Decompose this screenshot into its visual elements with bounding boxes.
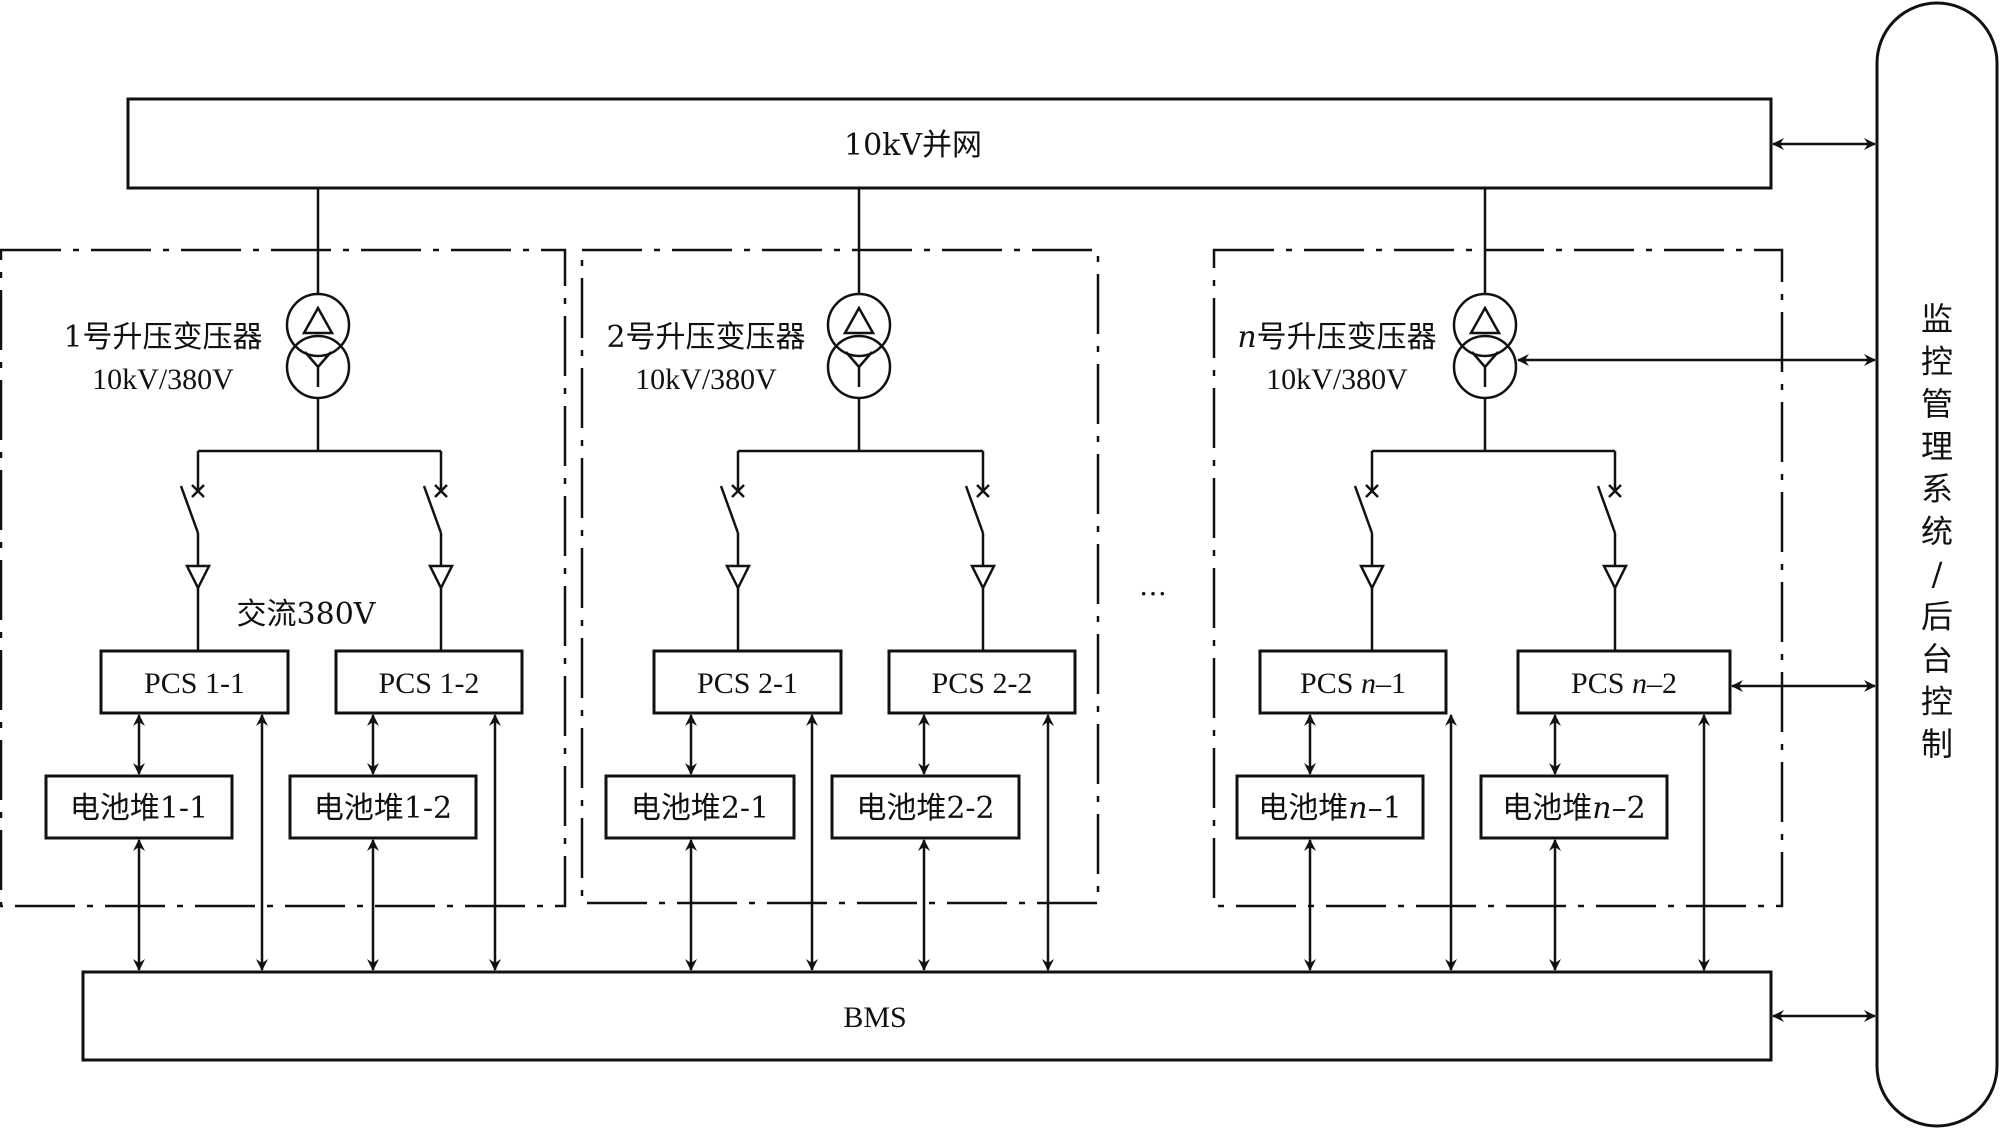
monitoring-label-char: 管 <box>1921 385 1953 423</box>
transformer-label: 1号升压变压器 <box>63 320 262 355</box>
battery-stack-label: 电池堆n–1 <box>1258 791 1401 826</box>
connector-triangle-icon <box>1601 564 1629 591</box>
battery-stack-1-2[interactable]: 电池堆1-2 <box>288 774 478 840</box>
bms-box[interactable]: BMS <box>81 970 1773 1062</box>
battery-stack-label: 电池堆1-2 <box>314 791 452 826</box>
transformer-n[interactable] <box>1452 292 1518 400</box>
more-sections-ellipsis: … <box>1139 569 1167 602</box>
battery-stack-2-2[interactable]: 电池堆2-2 <box>830 774 1021 840</box>
pcs-label: PCS 1-2 <box>379 667 480 700</box>
switch-blade-icon <box>179 485 200 534</box>
circuit-breaker-icon[interactable] <box>731 484 745 498</box>
transformer-rating: 10kV/380V <box>635 363 777 396</box>
monitoring-label-char: 控 <box>1921 343 1953 381</box>
branch-n-1: PCS n–1 电池堆n–1 <box>1235 451 1457 971</box>
connector-triangle-icon <box>1358 564 1386 591</box>
switch-blade-icon <box>719 485 740 534</box>
sections: 1号升压变压器 10kV/380V PCS 1-1 电池堆1-1 PCS 1-2 电池堆1… <box>0 188 1784 971</box>
pcs-label: PCS 1-1 <box>144 667 245 700</box>
pcs-1-1[interactable]: PCS 1-1 <box>99 649 290 715</box>
delta-winding-icon <box>285 292 351 358</box>
wye-symbol-icon <box>845 351 873 387</box>
battery-stack-label: 电池堆n–2 <box>1502 791 1645 826</box>
pcs-2-1[interactable]: PCS 2-1 <box>652 649 843 715</box>
grid-connection-box[interactable]: 10kV并网 <box>126 97 1773 190</box>
section-boundary <box>580 248 1100 905</box>
connector-triangle-icon <box>969 564 997 591</box>
branch-1-2: PCS 1-2 电池堆1-2 <box>288 451 524 971</box>
circuit-breaker-icon[interactable] <box>976 484 990 498</box>
pcs-n-1[interactable]: PCS n–1 <box>1258 649 1448 715</box>
delta-winding-icon <box>1452 292 1518 358</box>
grid-connection-label: 10kV并网 <box>844 128 982 163</box>
section-boundary <box>0 248 567 908</box>
branch-2-2: PCS 2-2 电池堆2-2 <box>830 451 1077 971</box>
switch-blade-icon <box>1353 485 1374 534</box>
wye-symbol-icon <box>304 351 332 387</box>
switch-blade-icon <box>422 485 443 534</box>
battery-stack-2-1[interactable]: 电池堆2-1 <box>604 774 796 840</box>
battery-stack-1-1[interactable]: 电池堆1-1 <box>44 774 234 840</box>
switch-blade-icon <box>964 485 985 534</box>
transformer-label: n号升压变压器 <box>1237 320 1436 355</box>
battery-stack-label: 电池堆2-2 <box>856 791 994 826</box>
pcs-1-2[interactable]: PCS 1-2 <box>334 649 524 715</box>
delta-symbol-icon <box>1468 305 1502 335</box>
branch-2-1: PCS 2-1 电池堆2-1 <box>604 451 843 971</box>
pcs-label: PCS 2-2 <box>932 667 1033 700</box>
battery-stack-label: 电池堆2-1 <box>631 791 769 826</box>
transformer-2[interactable] <box>826 292 892 400</box>
monitoring-label-char: 后 <box>1921 598 1953 636</box>
section-2: 2号升压变压器 10kV/380V PCS 2-1 电池堆2-1 PCS 2-2 电池堆2… <box>580 188 1100 971</box>
transformer-rating: 10kV/380V <box>1266 363 1408 396</box>
pcs-label: PCS 2-1 <box>697 667 798 700</box>
monitoring-label-char: 统 <box>1921 513 1953 551</box>
pcs-label: PCS n–2 <box>1571 667 1677 700</box>
delta-symbol-icon <box>301 305 335 335</box>
monitoring-label-char: 控 <box>1921 683 1953 721</box>
battery-stack-n-1[interactable]: 电池堆n–1 <box>1235 774 1425 840</box>
pcs-label: PCS n–1 <box>1300 667 1406 700</box>
branch-n-2: PCS n–2 电池堆n–2 <box>1479 451 1732 971</box>
connector-triangle-icon <box>724 564 752 591</box>
transformer-1[interactable] <box>285 292 351 400</box>
monitor-links <box>1517 138 1876 1022</box>
circuit-breaker-icon[interactable] <box>1608 484 1622 498</box>
monitoring-label-char: / <box>1932 555 1943 593</box>
circuit-breaker-icon[interactable] <box>434 484 448 498</box>
connector-triangle-icon <box>427 564 455 591</box>
monitoring-label-char: 台 <box>1921 640 1953 678</box>
bms-label: BMS <box>843 1001 906 1034</box>
battery-stack-n-2[interactable]: 电池堆n–2 <box>1479 774 1669 840</box>
section-1: 1号升压变压器 10kV/380V PCS 1-1 电池堆1-1 PCS 1-2 电池堆1… <box>0 188 567 971</box>
delta-symbol-icon <box>842 305 876 335</box>
monitoring-label-char: 理 <box>1921 428 1953 466</box>
monitoring-label-char: 监 <box>1921 300 1953 338</box>
branch-1-1: PCS 1-1 电池堆1-1 <box>44 451 290 971</box>
circuit-breaker-icon[interactable] <box>1365 484 1379 498</box>
ac-voltage-label: 交流380V <box>237 597 377 632</box>
switch-blade-icon <box>1596 485 1617 534</box>
monitoring-label-char: 系 <box>1921 470 1953 508</box>
transformer-label: 2号升压变压器 <box>606 320 805 355</box>
pcs-2-2[interactable]: PCS 2-2 <box>887 649 1077 715</box>
transformer-rating: 10kV/380V <box>92 363 234 396</box>
delta-winding-icon <box>826 292 892 358</box>
pcs-n-2[interactable]: PCS n–2 <box>1516 649 1732 715</box>
monitoring-label-char: 制 <box>1921 725 1953 763</box>
circuit-breaker-icon[interactable] <box>191 484 205 498</box>
wye-symbol-icon <box>1471 351 1499 387</box>
battery-stack-label: 电池堆1-1 <box>70 791 208 826</box>
section-n: n号升压变压器 10kV/380V PCS n–1 电池堆n–1 PCS n–2 电池堆n… <box>1212 188 1784 971</box>
section-boundary <box>1212 248 1784 908</box>
connector-triangle-icon <box>184 564 212 591</box>
